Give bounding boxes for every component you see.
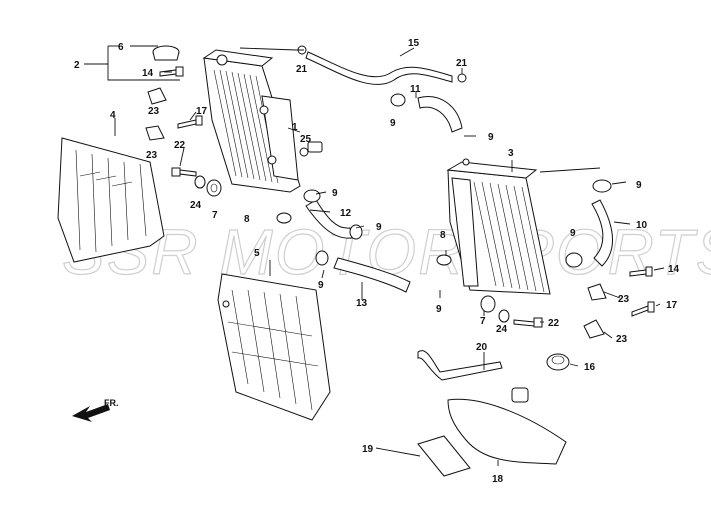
reserve-tube-20 — [417, 350, 503, 381]
hose-10 — [591, 179, 614, 267]
callout-6: 6 — [118, 42, 124, 53]
collar-8-left — [276, 212, 292, 224]
clip-23-right-bottom — [583, 319, 605, 339]
callout-23: 23 — [146, 150, 158, 161]
callout-10: 10 — [636, 220, 648, 231]
callout-16: 16 — [584, 362, 596, 373]
leader-lines — [84, 45, 665, 466]
callout-4: 4 — [110, 110, 116, 121]
callout-21: 21 — [296, 64, 308, 75]
grommet-7-left — [206, 179, 222, 197]
callout-23: 23 — [616, 334, 628, 345]
pad-19 — [417, 435, 471, 477]
callout-23: 23 — [618, 294, 630, 305]
radiator-shroud-right — [217, 273, 331, 421]
callout-25: 25 — [300, 134, 312, 145]
callout-9: 9 — [570, 228, 576, 239]
washer-24-left — [194, 175, 206, 189]
callout-23: 23 — [148, 106, 160, 117]
callout-12: 12 — [340, 208, 352, 219]
callout-14: 14 — [142, 68, 154, 79]
clamp-9-right — [565, 252, 583, 268]
callout-17: 17 — [666, 300, 678, 311]
hose-13 — [315, 250, 411, 293]
callout-2: 2 — [74, 60, 80, 71]
bolt-22-left — [171, 167, 197, 177]
callout-19: 19 — [362, 444, 374, 455]
callout-7: 7 — [212, 210, 218, 221]
callout-9: 9 — [390, 118, 396, 129]
callout-9: 9 — [436, 304, 442, 315]
callout-24: 24 — [190, 200, 202, 211]
reserve-tank-cap-16 — [546, 353, 570, 371]
clip-23-right-top — [587, 283, 607, 301]
callout-22: 22 — [174, 140, 186, 151]
right-radiator — [446, 158, 551, 295]
front-direction-label: FR. — [104, 398, 119, 408]
bolt-22-right — [513, 317, 543, 328]
callout-8: 8 — [440, 230, 446, 241]
callout-8: 8 — [244, 214, 250, 225]
hose-12 — [303, 189, 363, 240]
radiator-cap-left — [152, 45, 180, 61]
callout-7: 7 — [480, 316, 486, 327]
reserve-tank-18 — [447, 387, 567, 465]
collar-8-right — [436, 254, 452, 266]
front-direction-arrow: FR. — [72, 398, 119, 422]
bolt-17-right — [631, 301, 655, 317]
callout-13: 13 — [356, 298, 368, 309]
grommet-7-right — [480, 295, 496, 313]
fitting-25 — [299, 141, 323, 157]
radiator-shroud-left — [57, 137, 165, 263]
callout-9: 9 — [376, 222, 382, 233]
callout-5: 5 — [254, 248, 260, 259]
clip-23-left-bottom — [145, 125, 165, 141]
bolt-14-right — [629, 266, 653, 277]
callout-18: 18 — [492, 474, 504, 485]
washer-24-right — [498, 309, 510, 323]
left-radiator — [202, 49, 301, 193]
callout-3: 3 — [508, 148, 514, 159]
callout-11: 11 — [410, 84, 421, 95]
callout-15: 15 — [408, 38, 420, 49]
callout-9: 9 — [332, 188, 338, 199]
callout-20: 20 — [476, 342, 488, 353]
callout-24: 24 — [496, 324, 508, 335]
bolt-14-left — [159, 66, 184, 77]
callout-9: 9 — [636, 180, 642, 191]
bolt-17-left — [177, 115, 203, 129]
callout-1: 1 — [292, 122, 298, 133]
clip-23-left-top — [147, 87, 167, 105]
hose-11 — [390, 93, 463, 133]
hose-15 — [297, 45, 467, 85]
callout-9: 9 — [318, 280, 324, 291]
callout-9: 9 — [488, 132, 494, 143]
callout-labels: 6 2 14 4 23 17 23 22 24 7 8 1 25 21 15 2… — [74, 38, 680, 485]
callout-21: 21 — [456, 58, 468, 69]
callout-22: 22 — [548, 318, 560, 329]
callout-17: 17 — [196, 106, 208, 117]
callout-14: 14 — [668, 264, 680, 275]
